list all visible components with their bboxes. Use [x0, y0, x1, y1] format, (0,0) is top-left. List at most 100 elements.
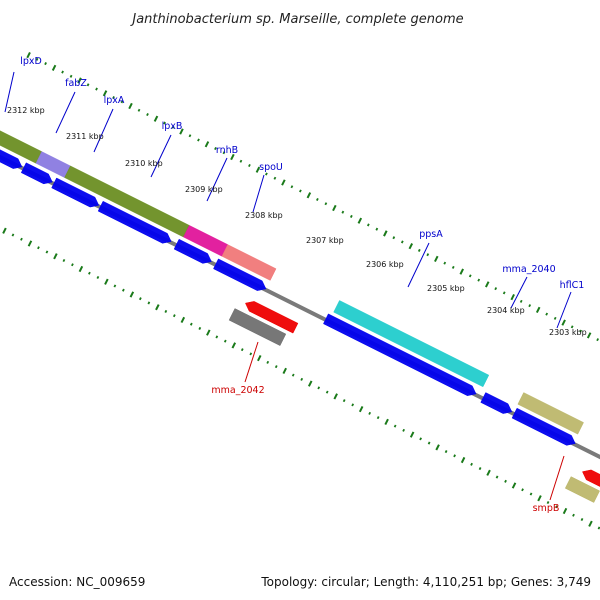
- inner-tick-minor: [11, 233, 15, 237]
- outer-tick-major: [510, 294, 515, 301]
- outer-tick-minor: [299, 189, 302, 193]
- inner-tick-major: [511, 482, 517, 489]
- outer-tick-major: [179, 128, 184, 135]
- inner-tick-minor: [223, 339, 227, 343]
- outer-tick-major: [459, 268, 464, 275]
- outer-tick-minor: [375, 227, 379, 231]
- outer-tick-major: [408, 243, 414, 250]
- inner-tick-minor: [274, 365, 278, 369]
- cds-arrow-1: [0, 149, 23, 169]
- map-title: Janthinobacterium sp. Marseille, complet…: [129, 12, 463, 27]
- inner-tick-major: [27, 240, 33, 247]
- inner-tick-minor: [580, 517, 584, 522]
- inner-tick-minor: [351, 403, 355, 407]
- inner-tick-minor: [37, 246, 40, 250]
- inner-tick-minor: [147, 301, 151, 305]
- outer-tick-minor: [171, 125, 175, 129]
- outer-tick-minor: [400, 240, 404, 244]
- leader-line: [55, 91, 76, 134]
- outer-tick-minor: [417, 248, 421, 252]
- inner-tick-minor: [521, 488, 524, 492]
- outer-tick-minor: [545, 312, 549, 316]
- inner-tick-minor: [325, 390, 329, 394]
- gene-smpB-bar: [564, 476, 600, 503]
- inner-tick-major: [486, 469, 491, 476]
- inner-tick-major: [307, 380, 313, 387]
- outer-tick-minor: [222, 151, 226, 155]
- gene-label-mma_2040: mma_2040: [502, 264, 555, 275]
- inner-tick-minor: [300, 377, 304, 381]
- inner-tick-minor: [122, 288, 125, 292]
- inner-tick-major: [180, 316, 186, 324]
- topology-text: Topology: circular; Length: 4,110,251 bp…: [260, 575, 591, 589]
- kbp-label: 2312 kbp: [7, 106, 45, 115]
- outer-tick-minor: [443, 261, 447, 265]
- inner-tick-major: [537, 495, 542, 502]
- inner-tick-major: [129, 291, 135, 298]
- cds-arrow-3: [51, 177, 100, 208]
- inner-tick-major: [257, 355, 262, 362]
- outer-tick-major: [306, 192, 312, 199]
- kbp-label: 2310 kbp: [125, 159, 163, 168]
- inner-tick-major: [206, 329, 211, 336]
- gene-spoU-bar: [221, 244, 277, 281]
- inner-tick-major: [2, 227, 7, 234]
- inner-tick-minor: [96, 275, 100, 279]
- outer-tick-minor: [570, 325, 574, 329]
- inner-tick-minor: [444, 450, 448, 454]
- inner-tick-minor: [368, 411, 372, 415]
- outer-tick-major: [26, 51, 31, 59]
- outer-tick-minor: [248, 163, 251, 168]
- outer-tick-major: [51, 64, 57, 71]
- inner-tick-minor: [198, 326, 202, 330]
- leader-line: [93, 108, 114, 153]
- leader-line: [556, 291, 572, 329]
- inner-tick-major: [588, 520, 593, 527]
- outer-tick-minor: [163, 121, 166, 125]
- inner-tick-major: [104, 278, 109, 285]
- outer-tick-major: [561, 319, 566, 326]
- inner-tick-minor: [342, 399, 346, 403]
- inner-tick-minor: [427, 441, 431, 445]
- outer-tick-minor: [316, 197, 319, 201]
- outer-tick-major: [102, 90, 108, 97]
- inner-tick-minor: [172, 314, 176, 318]
- outer-tick-major: [357, 217, 363, 224]
- gene-label-ppsA: ppsA: [419, 229, 443, 240]
- inner-tick-minor: [138, 297, 142, 301]
- outer-tick-minor: [468, 274, 472, 278]
- gene-label-lpxA: lpxA: [104, 95, 125, 106]
- cds-arrow-8: [480, 392, 513, 414]
- inner-tick-major: [562, 507, 568, 515]
- gene-smpB-arrow: [582, 469, 600, 487]
- inner-tick-major: [358, 405, 364, 413]
- inner-tick-minor: [555, 505, 558, 509]
- inner-tick-minor: [215, 335, 219, 339]
- outer-tick-major: [434, 255, 439, 263]
- outer-tick-minor: [197, 138, 200, 142]
- kbp-label: 2311 kbp: [66, 132, 104, 141]
- leader-line: [252, 174, 265, 213]
- inner-tick-minor: [249, 352, 253, 356]
- outer-tick-minor: [69, 74, 73, 78]
- inner-tick-major: [333, 393, 338, 400]
- outer-tick-minor: [86, 83, 90, 87]
- outer-tick-major: [281, 179, 286, 186]
- gene-ppsA-bar: [333, 300, 490, 388]
- inner-tick-minor: [478, 467, 482, 471]
- outer-tick-minor: [519, 299, 523, 303]
- inner-tick-minor: [470, 462, 473, 466]
- inner-tick-major: [282, 367, 287, 375]
- inner-tick-track: [2, 227, 600, 530]
- kbp-label: 2304 kbp: [487, 306, 525, 315]
- outer-tick-minor: [451, 265, 455, 269]
- outer-tick-minor: [273, 176, 277, 180]
- outer-tick-major: [332, 204, 337, 212]
- outer-tick-minor: [426, 253, 430, 257]
- outer-tick-major: [383, 230, 388, 237]
- kbp-label: 2305 kbp: [427, 284, 465, 293]
- inner-tick-minor: [419, 437, 422, 441]
